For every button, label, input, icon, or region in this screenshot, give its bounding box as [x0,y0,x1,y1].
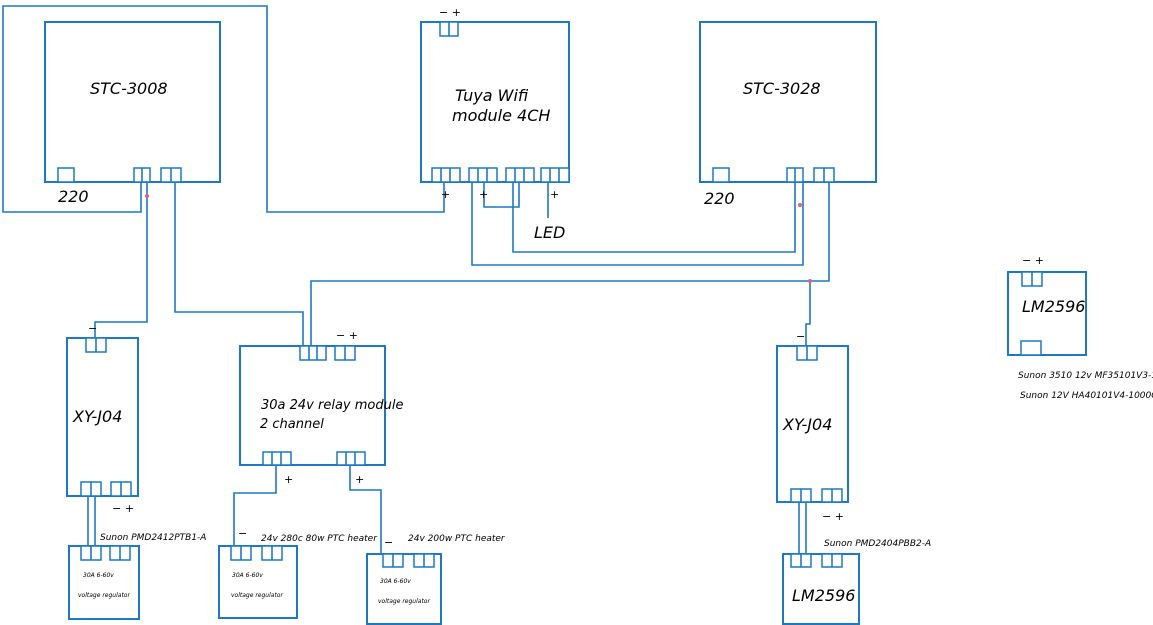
junction-dot [798,203,802,207]
terminal [336,451,366,466]
junction-dot [808,279,812,283]
reg3-line2: voltage regulator [378,598,430,605]
note-line1: Sunon 3510 12v MF35101V3-1000C-A1 [1018,371,1153,381]
voltage-220-left: 220 [58,187,89,206]
reg1-line1: 30A 6-60v [83,572,114,579]
reg1-line2: voltage regulator [78,592,130,599]
terminal [540,167,570,183]
relay-label-line2: 2 channel [260,417,324,432]
terminal [505,167,535,183]
xyright-in-sign: − [796,330,805,343]
fan-right-label: Sunon PMD2404PBB2-A [824,539,931,549]
stc3008-label: STC-3008 [90,79,168,98]
xyleft-out-sign: − + [112,502,134,515]
heater1-minus-sign: − [238,527,247,540]
tuya-label-line2: module 4CH [452,106,550,125]
lm-standalone-power-sign: − + [1022,254,1044,267]
reg3-line1: 30A 6-60v [380,578,411,585]
wire-tuya-stc3028-c [512,182,796,253]
regulator-heater2: − 30A 6-60v voltage regulator 24v 200w P… [366,534,506,625]
junction-dot [145,194,149,198]
fan-left-label: Sunon PMD2412PTB1-A [100,533,206,543]
regulator-left: 30A 6-60v voltage regulator Sunon PMD241… [68,533,206,620]
tuya-power-sign: − + [439,6,461,19]
wires [2,5,830,554]
stc3028-module: STC-3028 220 [699,21,877,208]
relay-out-sign: + [355,473,364,486]
led-label: LED [534,223,565,242]
wire-stc3008-relay [174,182,304,346]
wire-stc3008-xyleft [94,182,148,340]
heater2-label: 24v 200w PTC heater [408,534,506,544]
tuya-label-line1: Tuya Wifi [455,86,529,105]
note-line2: Sunon 12V HA40101V4-1000C-A99 [1020,391,1153,401]
relay-out-sign: + [284,473,293,486]
relay-power-sign: − + [336,329,358,342]
stc3028-label: STC-3028 [743,79,821,98]
wire-relay-xyright [310,280,811,346]
terminal [299,345,327,361]
terminal [1020,340,1042,356]
xyleft-in-sign: − [88,322,97,335]
terminal [431,167,461,183]
heater2-minus-sign: − [384,536,393,549]
xy-j04-right: − − + XY-J04 [776,330,849,523]
wire-tuya-stc3028-a [471,182,804,266]
xy-left-label: XY-J04 [72,407,122,426]
tuya-module: − + Tuya Wifi module 4CH + + + LED [420,6,570,242]
terminal [468,167,498,183]
wire-tuya-stc3028-b [483,182,520,208]
stc3008-module: STC-3008 220 [44,21,221,206]
xy-j04-left: − − + XY-J04 [66,322,139,515]
xy-right-label: XY-J04 [782,415,832,434]
reg2-line1: 30A 6-60v [232,572,263,579]
relay-label-line1: 30a 24v relay module [261,398,403,413]
terminal [57,167,75,183]
wire-stc3028-right [810,182,830,282]
xyright-out-sign: − + [822,510,844,523]
lm2596-right: LM2596 Sunon PMD2404PBB2-A [782,539,931,625]
tuya-out-sign: + [479,188,488,201]
tuya-out-sign: + [441,188,450,201]
lm-right-label: LM2596 [792,586,855,605]
wire-stc3008-mains [2,5,445,213]
voltage-220-right: 220 [704,189,735,208]
heater1-label: 24v 280c 80w PTC heater [261,534,378,544]
lm2596-standalone: − + LM2596 Sunon 3510 12v MF35101V3-1000… [1007,254,1153,401]
terminal [262,451,292,466]
relay-module: − + 30a 24v relay module 2 channel + + [239,329,403,486]
terminal [712,167,730,183]
regulator-heater1: − 30A 6-60v voltage regulator 24v 280c 8… [218,527,378,619]
wire-relay-heater2 [349,465,382,554]
tuya-out-sign: + [550,188,559,201]
lm-standalone-label: LM2596 [1022,297,1085,316]
wire-relay-heater1 [233,465,277,546]
reg2-line2: voltage regulator [231,592,283,599]
